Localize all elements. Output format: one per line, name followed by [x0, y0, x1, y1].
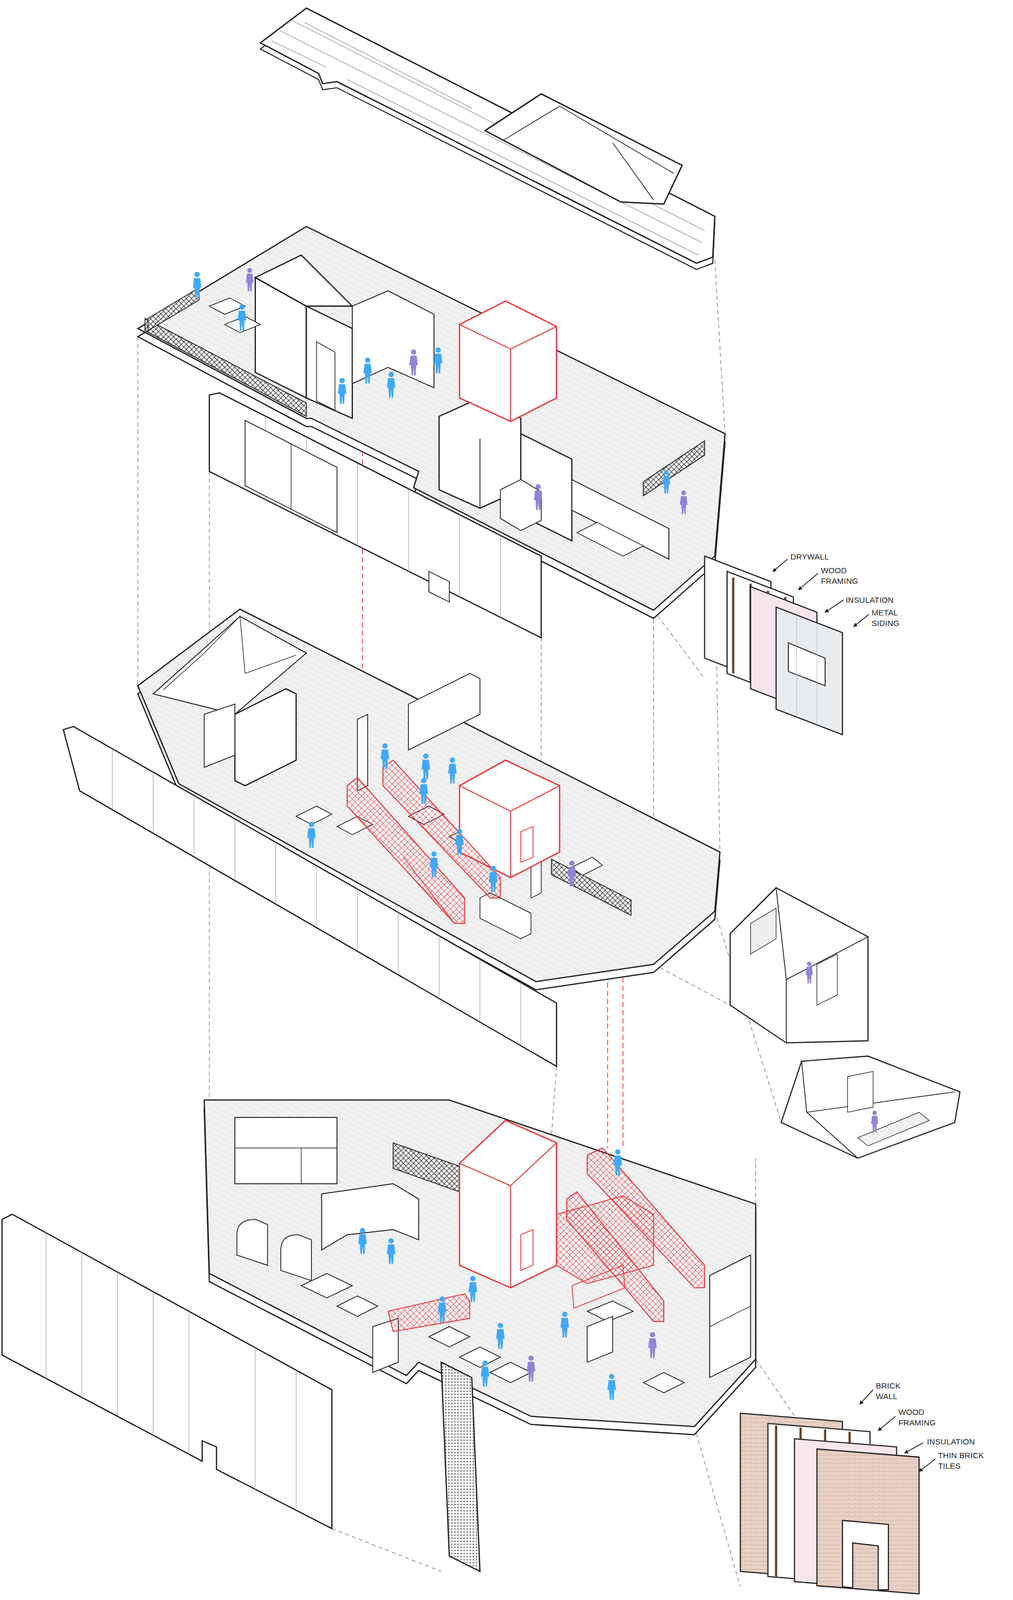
part-label: WOOD FRAMING: [898, 1407, 942, 1429]
part-label: BRICK WALL: [875, 1381, 913, 1402]
brick-wall-detail: [740, 1413, 920, 1595]
level-2-wall: [63, 727, 557, 1067]
part-label: INSULATION: [845, 595, 894, 606]
room-vignettes: [730, 887, 960, 1159]
part-label: DRYWALL: [790, 551, 829, 563]
part-label: INSULATION: [927, 1437, 976, 1448]
people: [192, 268, 878, 1401]
roof: [260, 7, 715, 270]
part-label: METAL SIDING: [871, 607, 909, 629]
leader-arrows: [772, 559, 936, 1473]
level-1-wall: [2, 1215, 481, 1573]
part-label: WOOD FRAMING: [820, 565, 865, 587]
part-label: THIN BRICK TILES: [938, 1450, 991, 1472]
level-3-wall: [209, 393, 542, 638]
